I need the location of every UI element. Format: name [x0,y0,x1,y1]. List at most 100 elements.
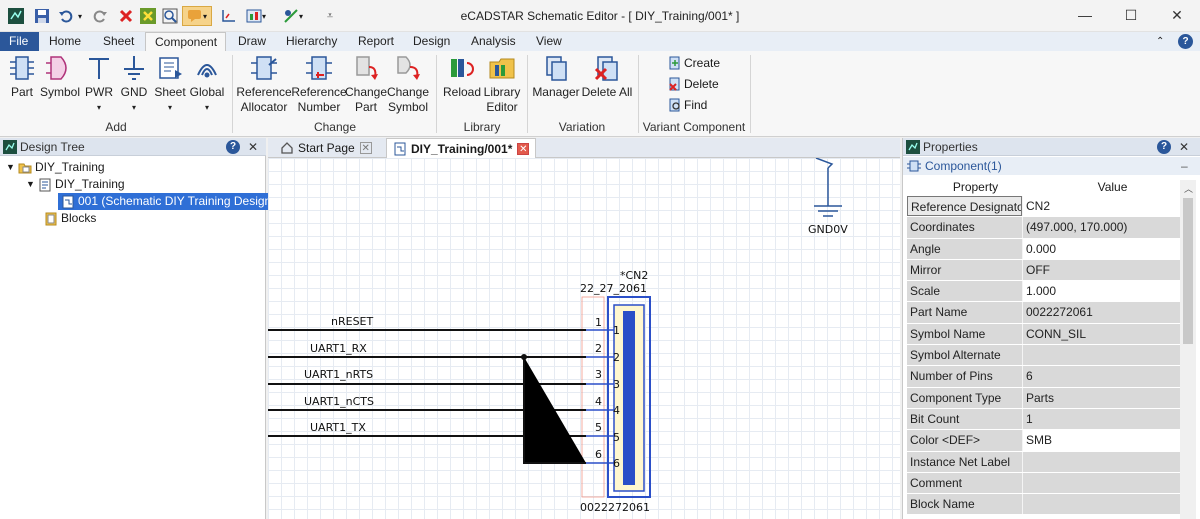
tree-item-blocks[interactable]: Blocks [44,210,96,227]
tree-item-sheet-001[interactable]: 001 (Schematic DIY Training Design) [58,193,280,210]
net-label-nreset[interactable]: nRESET [331,315,373,328]
collapse-chevron-icon[interactable]: ▼ [26,179,35,189]
add-part-button[interactable]: Part [8,53,36,119]
add-symbol-button[interactable]: Symbol [40,53,80,119]
column-header-property: Property [952,180,999,194]
add-pwr-button[interactable]: PWR ▾ [84,53,114,119]
library-editor-button[interactable]: Library Editor [482,53,522,119]
property-row[interactable]: Comment [907,472,1181,495]
add-gnd-button[interactable]: GND ▾ [118,53,150,119]
change-part-button[interactable]: Change Part [345,53,387,119]
property-row[interactable]: Instance Net Label [907,451,1181,473]
schematic-canvas[interactable]: GND0V *CN2 22_27_2061 0022272061 [268,158,900,519]
delete-red-x-icon[interactable] [116,6,136,26]
group-separator [750,55,751,133]
property-value-input[interactable]: 1.000 [1022,281,1181,302]
tab-report[interactable]: Report [358,34,395,48]
tab-sheet[interactable]: Sheet [103,34,135,48]
close-panel-icon[interactable]: ✕ [248,140,259,154]
tab-home[interactable]: Home [49,34,82,48]
collapse-ribbon-icon[interactable]: ⌃ [1156,36,1165,47]
undo-icon[interactable] [56,6,76,26]
redo-icon[interactable] [90,6,110,26]
close-tab-icon[interactable]: ✕ [517,142,530,155]
tree-item-project[interactable]: ▼ DIY_Training [6,160,105,174]
change-symbol-button[interactable]: Change Symbol [386,53,430,119]
property-value-input[interactable]: CN2 [1022,196,1181,217]
tab-design[interactable]: Design [413,34,451,48]
help-icon[interactable]: ? [1178,34,1193,49]
grid-toggle-icon[interactable] [138,6,158,26]
undo-dropdown-icon[interactable]: ▾ [77,11,82,21]
close-tab-icon[interactable]: ✕ [359,142,372,154]
tree-item-design[interactable]: ▼ DIY_Training [26,177,125,191]
zoom-window-icon[interactable] [160,6,180,26]
net-label-uart1-tx[interactable]: UART1_TX [310,421,366,434]
tab-draw[interactable]: Draw [238,34,267,48]
coordinate-axis-icon[interactable] [218,6,238,26]
properties-scrollbar[interactable]: ︿ [1180,180,1196,519]
customize-toolbar-icon[interactable]: ⩡ [326,9,334,22]
property-value-input[interactable]: 0.000 [1022,238,1181,259]
add-global-button[interactable]: Global ▾ [189,53,225,119]
tab-view[interactable]: View [536,34,562,48]
ground-symbol[interactable]: GND0V [808,158,848,236]
close-panel-icon[interactable]: ✕ [1179,140,1190,154]
component-section-header[interactable]: Component(1) – [903,157,1200,175]
display-options-icon[interactable]: ▾ [242,6,270,26]
comment-tool-icon[interactable]: ▾ [182,6,212,26]
tab-analysis[interactable]: Analysis [471,34,516,48]
property-row[interactable]: Block Name [907,494,1181,516]
variation-manager-button[interactable]: Manager [532,53,580,119]
net-tool-icon[interactable]: ▾ [279,6,307,26]
property-value [1022,494,1181,515]
variant-find-button[interactable]: Find [668,96,707,114]
net-wires[interactable] [268,329,586,464]
add-sheet-button[interactable]: Sheet ▾ [153,53,187,119]
connector-cn2[interactable]: *CN2 22_27_2061 0022272061 [580,269,651,514]
net-label-uart1-nrts[interactable]: UART1_nRTS [304,368,373,381]
maximize-button[interactable]: ☐ [1124,6,1138,23]
tab-diy-training-001[interactable]: DIY_Training/001* ✕ [386,138,537,158]
help-icon[interactable]: ? [1157,140,1171,154]
group-label-library: Library [463,120,501,134]
schematic-drawing[interactable]: GND0V *CN2 22_27_2061 0022272061 [268,158,900,519]
save-icon[interactable] [32,6,52,26]
reference-number-button[interactable]: Reference Number [291,53,347,119]
property-value-input[interactable]: SMB [1022,430,1181,451]
tab-hierarchy[interactable]: Hierarchy [286,34,338,48]
minimize-button[interactable]: — [1078,7,1092,23]
property-row[interactable]: Coordinates(497.000, 170.000) [907,217,1181,239]
junction-dot [521,354,527,360]
scroll-up-icon[interactable]: ︿ [1184,184,1194,194]
tab-start-page[interactable]: Start Page ✕ [274,138,378,158]
property-row[interactable]: Symbol Alternate [907,345,1181,367]
delete-all-button[interactable]: Delete All [580,53,634,119]
property-row[interactable]: Color <DEF>SMB [907,430,1181,452]
collapse-chevron-icon[interactable]: ▼ [6,162,15,172]
connector-pins [586,329,614,464]
file-tab[interactable]: File [0,32,39,51]
reload-button[interactable]: Reload [442,53,482,119]
variant-create-button[interactable]: Create [668,54,720,72]
global-signal-icon [197,64,217,78]
tab-component[interactable]: Component [145,32,226,52]
reference-allocator-button[interactable]: Reference Allocator [236,53,292,119]
collapse-section-icon[interactable]: – [1181,159,1188,173]
close-button[interactable]: ✕ [1171,6,1183,23]
net-label-uart1-ncts[interactable]: UART1_nCTS [304,395,374,408]
help-icon[interactable]: ? [226,140,240,154]
pin-number: 6 [595,448,602,461]
net-label-uart1-rx[interactable]: UART1_RX [310,342,367,355]
scrollbar-thumb[interactable] [1183,198,1193,344]
variant-delete-button[interactable]: Delete [668,75,719,93]
